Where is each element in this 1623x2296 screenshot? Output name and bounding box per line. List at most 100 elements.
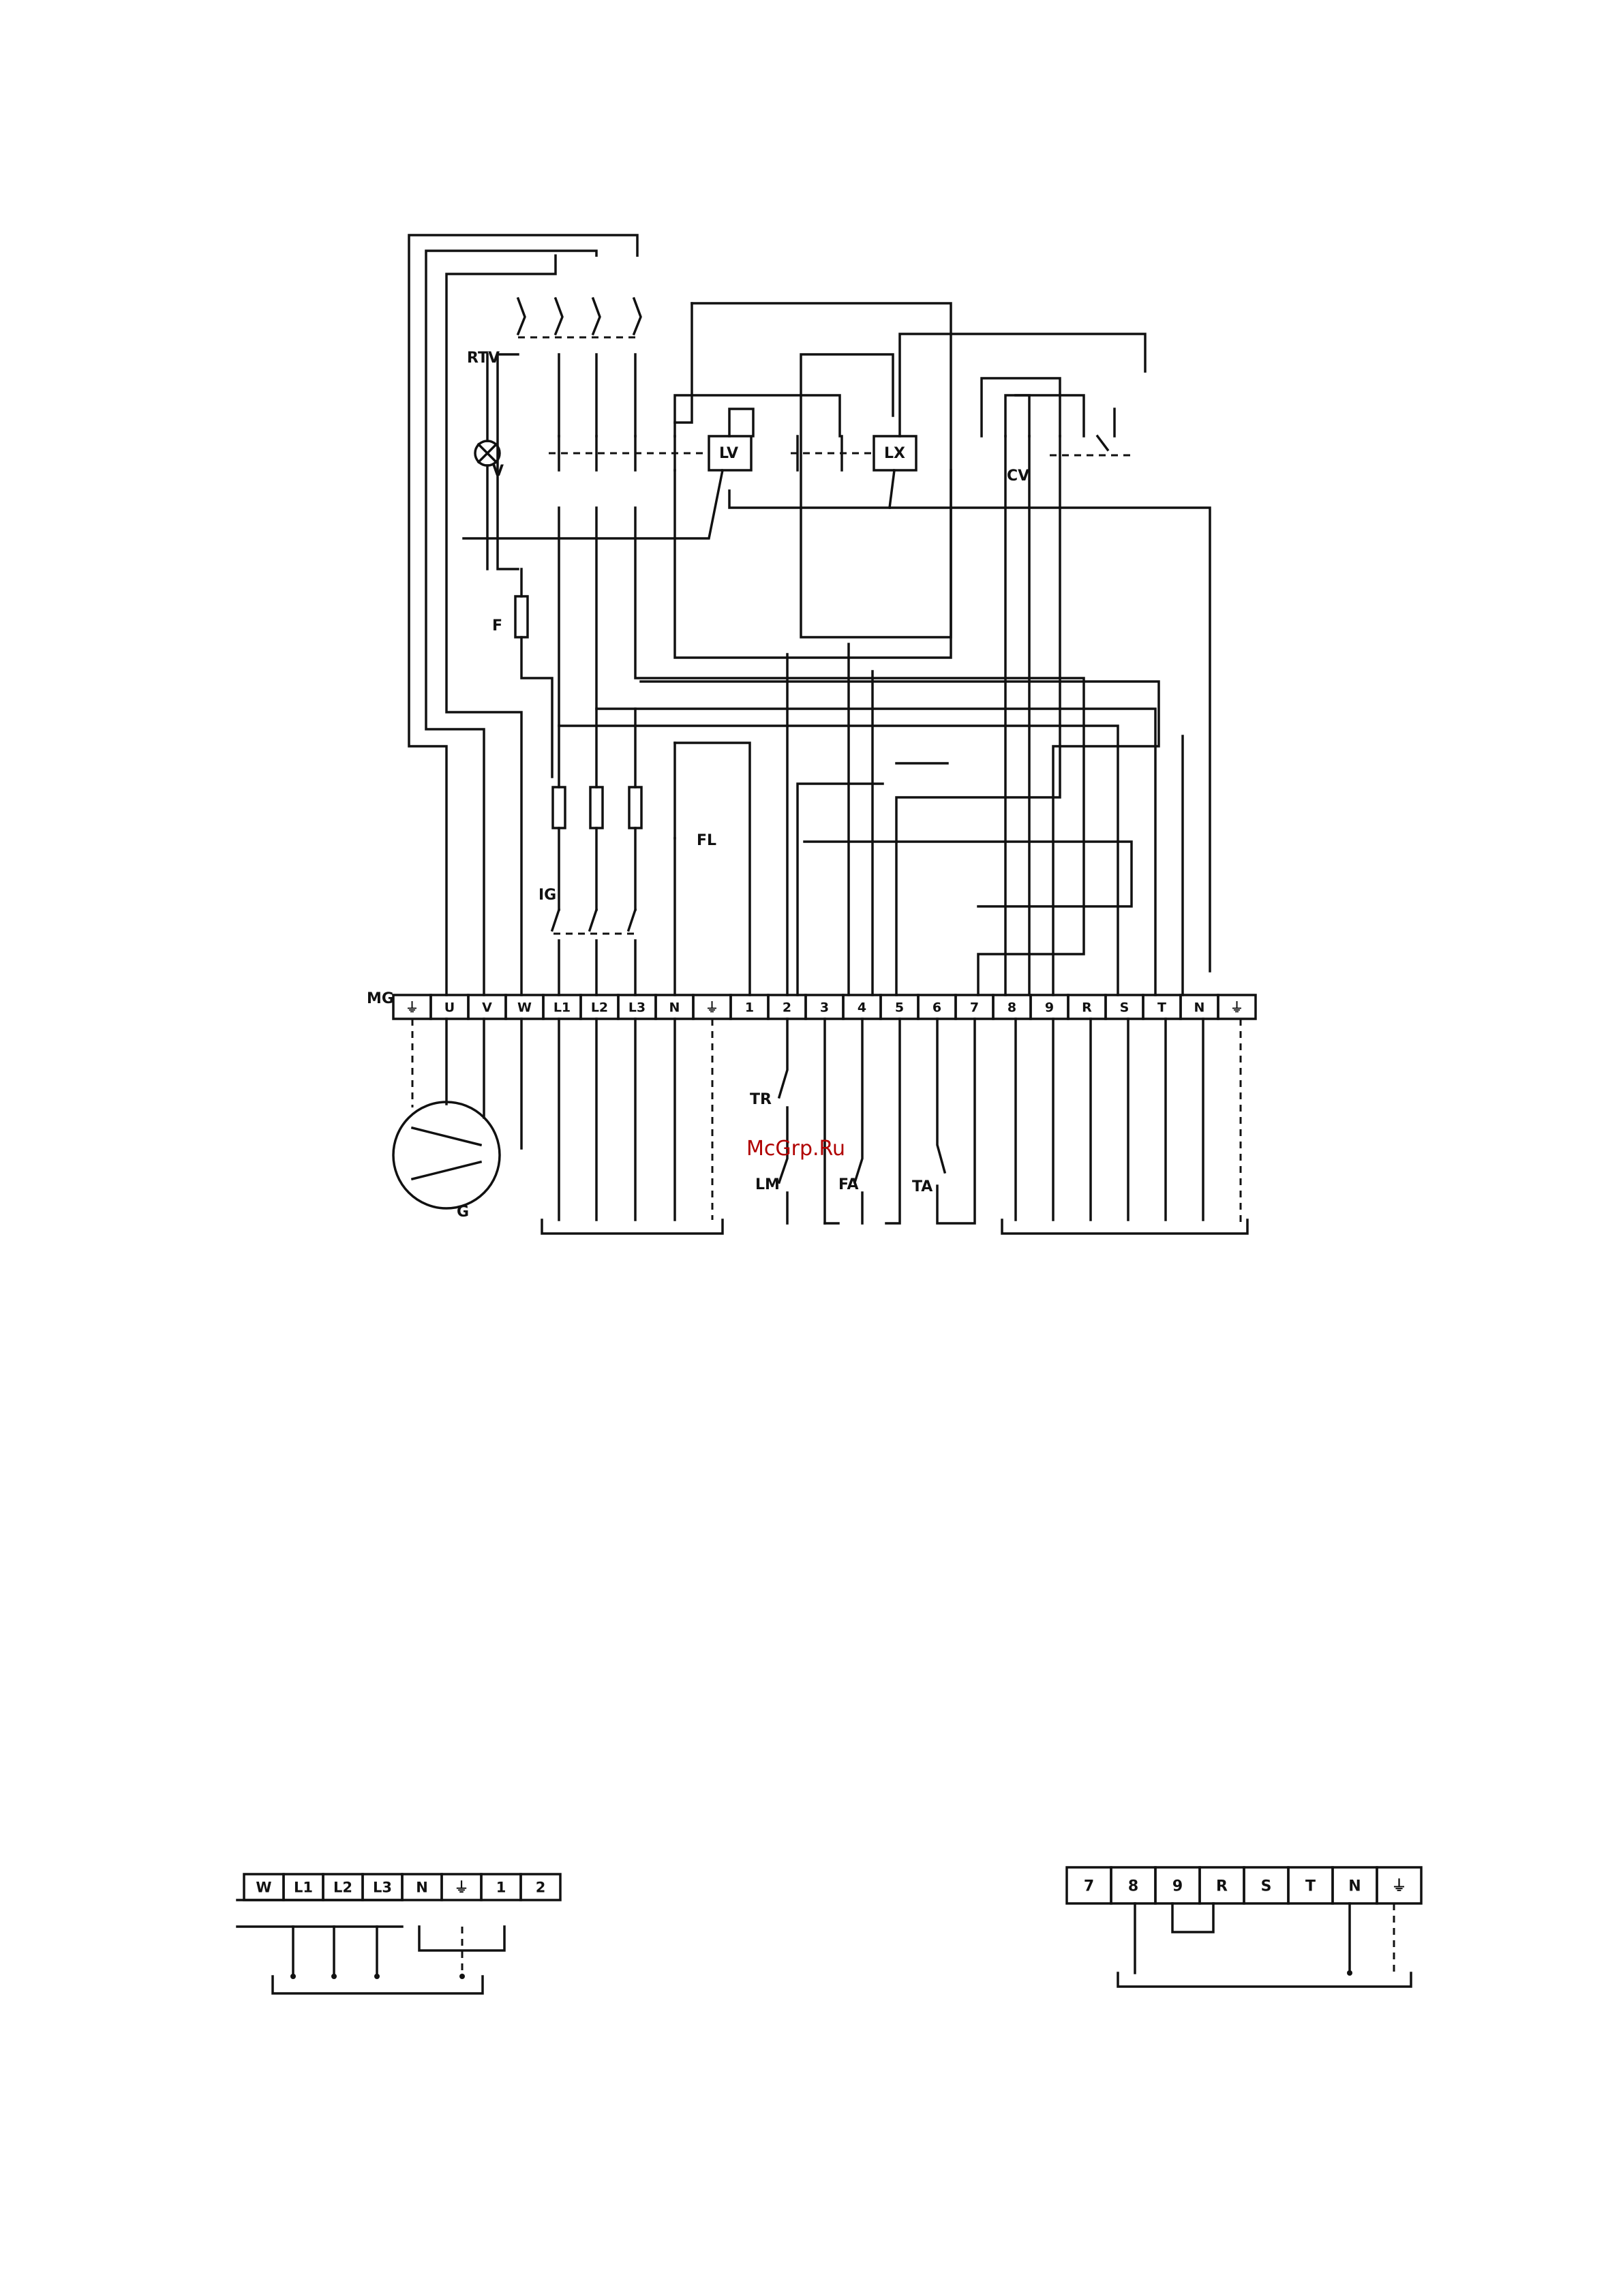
terminal-label: 2	[783, 1000, 791, 1015]
watermark: McGrp.Ru	[746, 1137, 845, 1161]
terminal-label: 7	[970, 1000, 979, 1015]
terminal-label: 1	[745, 1000, 754, 1015]
terminal-label: 4	[858, 1000, 866, 1015]
left-terminal-strip: W L1 L2 L3 N ⏚ 1 2	[244, 1874, 560, 1900]
label-g: G	[457, 1204, 469, 1221]
label-cv: CV	[1007, 468, 1029, 485]
label-v: V	[492, 463, 504, 480]
terminal-label: N	[669, 1000, 680, 1015]
terminal-3: V	[468, 995, 506, 1019]
terminal-label: 9	[1172, 1878, 1183, 1895]
terminal-1: W	[244, 1874, 284, 1900]
terminal-16: 7	[956, 995, 993, 1019]
terminal-label: R	[1216, 1878, 1228, 1895]
terminal-label: 7	[1084, 1878, 1094, 1895]
terminal-label: T	[1157, 1000, 1166, 1015]
terminal-label: S	[1261, 1878, 1272, 1895]
label-ig: IG	[539, 887, 556, 904]
terminal-9: ⏚	[693, 995, 731, 1019]
left-detail: W L1 L2 L3 N ⏚ 1 2	[237, 1874, 560, 1993]
terminal-1: 7	[1067, 1867, 1111, 1903]
top-wiring	[409, 235, 1210, 995]
terminal-label: 3	[820, 1000, 829, 1015]
terminal-label: 9	[1045, 1000, 1054, 1015]
terminal-12: 3	[806, 995, 843, 1019]
terminal-8: 2	[521, 1874, 560, 1900]
label-lv: LV	[719, 445, 738, 462]
terminal-label: L1	[294, 1880, 313, 1896]
terminal-label: ⏚	[455, 1880, 469, 1896]
label-f: F	[492, 617, 502, 634]
terminal-label: N	[1194, 1000, 1205, 1015]
terminal-4: W	[506, 995, 543, 1019]
terminal-19: R	[1068, 995, 1106, 1019]
right-detail: 7 8 9 R S T N ⏚	[1067, 1867, 1421, 1987]
terminal-2: 8	[1111, 1867, 1155, 1903]
terminal-18: 9	[1031, 995, 1068, 1019]
terminal-7: L3	[618, 995, 656, 1019]
terminal-label: 1	[496, 1880, 506, 1896]
terminal-label: 5	[895, 1000, 904, 1015]
terminal-label: 6	[932, 1000, 941, 1015]
terminal-4: L3	[363, 1874, 402, 1900]
terminal-label: 8	[1128, 1878, 1138, 1895]
label-lx: LX	[884, 445, 905, 462]
terminal-20: S	[1106, 995, 1143, 1019]
terminal-label: V	[482, 1000, 492, 1015]
terminal-15: 6	[918, 995, 956, 1019]
terminal-label: R	[1082, 1000, 1092, 1015]
terminal-13: 4	[843, 995, 881, 1019]
terminal-label: ⏚	[706, 1000, 718, 1015]
terminal-label: ⏚	[1230, 1000, 1243, 1015]
terminal-5: L1	[543, 995, 581, 1019]
terminal-label: T	[1305, 1878, 1316, 1895]
terminal-8: ⏚	[1377, 1867, 1421, 1903]
terminal-6: T	[1288, 1867, 1333, 1903]
terminal-3: L2	[323, 1874, 363, 1900]
diagram-labels: RTV V LV LX CV F FL IG MG TR LM FA TA G …	[367, 350, 1029, 1221]
label-ta: TA	[912, 1178, 932, 1195]
terminal-label: N	[416, 1880, 428, 1896]
terminal-8: N	[656, 995, 693, 1019]
terminal-label: W	[256, 1880, 271, 1896]
label-mg: MG	[367, 990, 394, 1007]
terminal-label: U	[444, 1000, 455, 1015]
terminal-5: S	[1244, 1867, 1288, 1903]
terminal-label: ⏚	[1391, 1878, 1406, 1895]
terminal-label: N	[1348, 1878, 1361, 1895]
switch-ig	[552, 838, 675, 995]
fuse-fl-group	[553, 709, 675, 910]
label-tr: TR	[750, 1091, 772, 1108]
terminal-7: N	[1333, 1867, 1377, 1903]
label-fl: FL	[697, 832, 716, 849]
terminal-label: L3	[373, 1880, 392, 1896]
terminal-label: L1	[553, 1000, 571, 1015]
terminal-label: L3	[628, 1000, 646, 1015]
bottom-wiring	[393, 1019, 1247, 1234]
terminal-5: N	[402, 1874, 442, 1900]
terminal-label: 8	[1007, 1000, 1016, 1015]
terminal-label: L2	[591, 1000, 608, 1015]
terminal-6: L2	[581, 995, 618, 1019]
label-rtv: RTV	[467, 350, 500, 367]
terminal-2: L1	[284, 1874, 323, 1900]
terminal-14: 5	[881, 995, 918, 1019]
terminal-11: 2	[768, 995, 806, 1019]
terminal-label: S	[1120, 1000, 1129, 1015]
label-fa: FA	[838, 1176, 859, 1193]
terminal-label: W	[517, 1000, 532, 1015]
terminal-label: 2	[536, 1880, 546, 1896]
terminal-6: ⏚	[442, 1874, 481, 1900]
terminal-7: 1	[481, 1874, 521, 1900]
terminal-label: L2	[333, 1880, 352, 1896]
terminal-10: 1	[731, 995, 768, 1019]
terminal-22: N	[1181, 995, 1218, 1019]
terminal-2: U	[431, 995, 468, 1019]
terminal-1: ⏚	[393, 995, 431, 1019]
main-terminal-strip: ⏚ U V W L1 L2 L3 N ⏚ 1 2 3 4 5 6 7 8 9 R S T N ⏚	[393, 995, 1256, 1019]
right-terminal-strip: 7 8 9 R S T N ⏚	[1067, 1867, 1421, 1903]
terminal-23: ⏚	[1218, 995, 1256, 1019]
terminal-label: ⏚	[406, 1000, 419, 1015]
terminal-21: T	[1143, 995, 1181, 1019]
